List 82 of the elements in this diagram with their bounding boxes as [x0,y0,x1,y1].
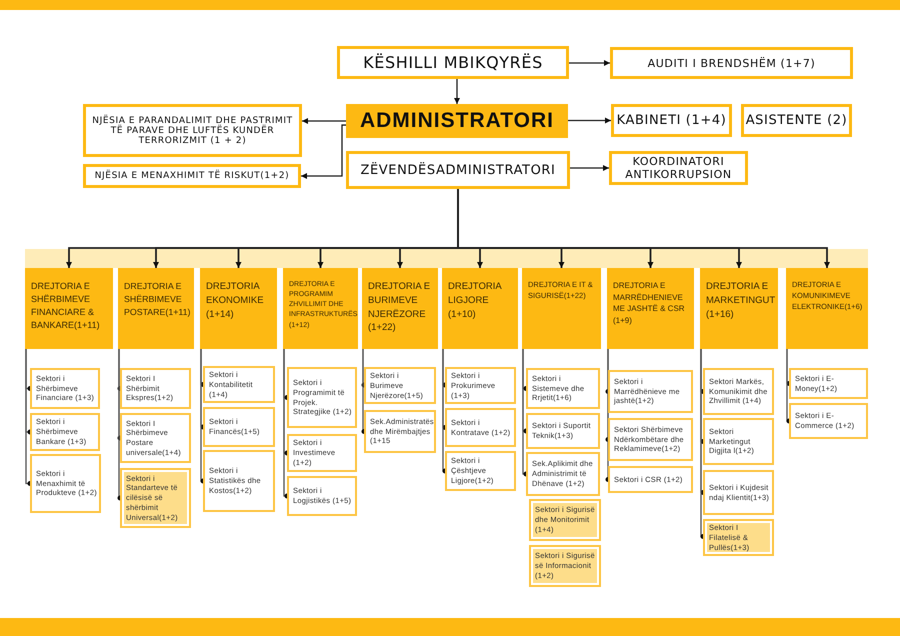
sector-box [526,413,600,449]
arrow [302,118,346,124]
sector-box [703,519,774,556]
arrow [569,60,610,66]
connector-line [522,349,528,476]
arrow [454,79,460,104]
box-label: DREJTORIA E SHËRBIMEVE FINANCIARE & BANKARE(1+11) [31,280,101,332]
box-label: DREJTORIA E SHËRBIMEVE POSTARE(1+11) [124,280,190,318]
sector-box [529,499,601,541]
box-label: ZËVENDËSADMINISTRATORI [360,162,556,178]
org-box [83,104,302,157]
sector-box [287,476,357,516]
directorate-box [283,268,358,349]
box-label: DREJTORIA EKONOMIKE (1+14) [206,280,265,322]
directorate-box [118,268,194,349]
arrow [301,124,346,179]
sector-box [608,466,693,493]
connector-line [283,349,290,498]
sector-box [703,418,774,465]
connector-line [25,349,32,486]
sector-box [703,368,774,415]
org-box [610,47,853,79]
sector-box [608,418,693,461]
arrow [568,118,611,124]
box-label: DREJTORIA LIGJORE (1+10) [448,280,503,322]
box-label: KOORDINATORI ANTIKORRUPSION [624,155,733,181]
sector-box [287,434,357,472]
sector-box [703,470,774,515]
arrow [570,165,609,171]
directorate-box [362,268,438,349]
sector-box [445,451,516,491]
connector-line [606,349,610,482]
sector-box [120,368,191,409]
box-label: AUDITI I BRENDSHËM (1+7) [648,56,816,70]
directorate-box [442,268,518,349]
box-label: DREJTORIA E BURIMEVE NJERËZORE (1+22) [368,280,432,336]
sector-box [120,468,191,528]
sector-box [203,366,275,404]
directorate-box [700,268,778,349]
sector-box [529,545,601,587]
sector-box [526,368,600,409]
box-label: DREJTORIA E MARRËDHENIEVE ME JASHTË & CSR (1+9) [613,280,686,326]
sector-box [526,452,600,496]
sector-box [203,407,275,447]
box-label: NJËSIA E MENAXHIMIT TË RISKUT(1+2) [94,171,290,181]
box-label: NJËSIA E PARANDALIMIT DHE PASTRIMIT TË PARAVE DHE LUFTËS KUNDËR TERRORIZMIT (1 + 2) [91,116,294,146]
sector-box [364,410,436,453]
sector-box [203,450,275,512]
org-box [609,151,748,185]
directorate-box [607,268,694,349]
sector-box [608,370,693,413]
sector-box [30,413,100,451]
org-box [741,104,852,137]
sector-box [445,408,516,447]
box-label: KABINETI (1+4) [616,113,726,128]
box-label: ASISTENTE (2) [746,113,848,128]
org-box [346,151,570,189]
sector-box [789,368,868,399]
connector-line [200,349,206,484]
directorate-box [200,268,277,349]
connector-line [118,349,122,500]
org-box [337,46,569,79]
directorate-box [786,268,868,349]
sector-box [120,413,191,463]
sector-box [364,367,436,404]
sector-box [30,454,101,513]
sector-box [789,403,868,439]
org-box [611,104,732,137]
connector-line [786,349,792,424]
org-box [83,164,301,188]
sector-box [445,367,516,404]
connector-line [362,349,366,434]
box-label: DREJTORIA E MARKETINGUT (1+16) [706,280,774,322]
directorate-box [25,268,113,349]
box-label: ADMINISTRATORI [360,109,554,133]
org-box [346,104,568,138]
connector-line [700,349,706,539]
connector-line [442,349,448,474]
directorate-box [522,268,601,349]
box-label: KËSHILLI MBIKQYRËS [363,53,543,72]
sector-box [30,368,100,409]
sector-box [287,367,357,428]
